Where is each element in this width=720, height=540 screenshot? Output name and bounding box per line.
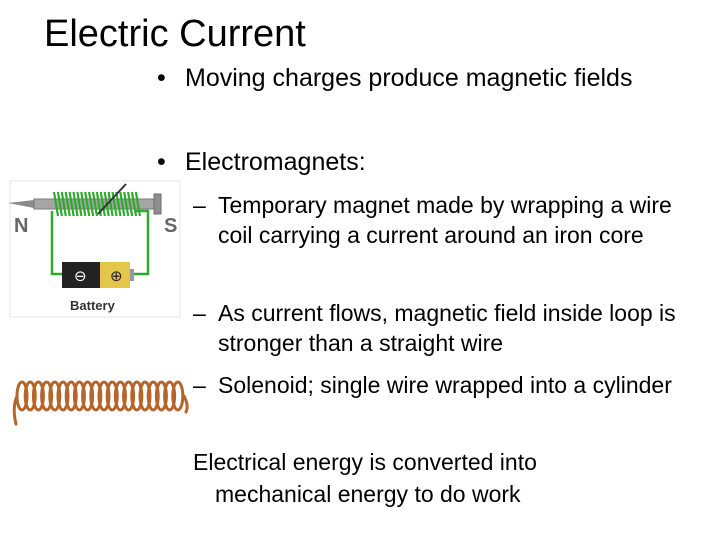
bullet-electromagnets: • Electromagnets: (157, 146, 665, 178)
sub-bullet-text: As current flows, magnetic field inside … (218, 300, 676, 356)
copper-coil-turn (122, 380, 136, 412)
slide-title: Electric Current (44, 13, 306, 55)
copper-coil-icon (12, 380, 189, 426)
south-pole-label: S (164, 215, 177, 237)
copper-coil-turn (130, 380, 144, 412)
copper-coil-turn (23, 380, 37, 412)
copper-coil-turn (64, 380, 78, 412)
note-line-2: mechanical energy to do work (215, 481, 521, 507)
coil-turn (60, 191, 67, 217)
battery-label: Battery (70, 298, 116, 313)
nail-tip-icon (8, 200, 34, 208)
copper-coil-turn (97, 380, 111, 412)
bullet-text: Electromagnets: (185, 148, 366, 176)
copper-coil-turn (40, 380, 54, 412)
coil-turn (88, 191, 95, 217)
coil-turn (123, 191, 130, 217)
bullet-marker: • (157, 148, 166, 176)
coil-turn (68, 191, 75, 217)
coil-turn (76, 191, 83, 217)
coil-turn (111, 191, 118, 217)
battery-icon: ⊖ ⊕ (62, 262, 134, 288)
copper-coil-turn (154, 380, 168, 412)
coil-turn (99, 191, 106, 217)
sub-bullet-current-flows: – As current flows, magnetic field insid… (193, 298, 698, 358)
copper-coil-turn (113, 380, 127, 412)
wire-right-icon (134, 209, 150, 276)
battery-plus-symbol: ⊕ (110, 267, 123, 285)
copper-coil-turn (31, 380, 45, 412)
solenoid-coil-illustration (12, 380, 189, 426)
electromagnet-illustration: ⊖ ⊕ Battery N S (8, 180, 181, 318)
sub-bullet-text: Solenoid; single wire wrapped into a cyl… (218, 372, 672, 398)
copper-coil-turn (105, 380, 119, 412)
copper-coil-turn (138, 380, 152, 412)
nail-head-icon (153, 193, 162, 215)
coil-turn (52, 191, 60, 217)
copper-coil-turn (171, 380, 185, 412)
switch-line-icon (97, 183, 127, 215)
north-pole-label: N (14, 215, 28, 237)
copper-coil-turn (81, 380, 95, 412)
copper-coil-turn (48, 380, 62, 412)
coil-turn (56, 191, 63, 217)
battery-minus-symbol: ⊖ (74, 267, 87, 285)
copper-coil-turn (89, 380, 103, 412)
coil-turn (91, 191, 99, 217)
coil-turn (72, 191, 79, 217)
coil-lead-left (12, 394, 19, 426)
dash-marker: – (193, 192, 206, 218)
dash-marker: – (193, 300, 206, 326)
note-line-1: Electrical energy is converted into (193, 449, 537, 475)
bullet-moving-charges: • Moving charges produce magnetic fields (157, 62, 665, 94)
coil-turn (119, 191, 126, 217)
coil-turn (84, 191, 91, 217)
copper-coil-turn (72, 380, 86, 412)
coil-turn (130, 191, 138, 217)
coil-turn (64, 191, 71, 217)
wire-left-icon (50, 211, 62, 276)
bullet-marker: • (157, 64, 166, 92)
sub-bullet-temporary-magnet: – Temporary magnet made by wrapping a wi… (193, 190, 708, 250)
sub-bullet-solenoid: – Solenoid; single wire wrapped into a c… (193, 370, 698, 400)
energy-conversion-note: Electrical energy is converted into mech… (193, 446, 633, 510)
bullet-text: Moving charges produce magnetic fields (185, 64, 633, 92)
copper-coil-turn (146, 380, 160, 412)
coil-turn (107, 191, 114, 217)
coil-turn (115, 191, 122, 217)
copper-coil-turn (56, 380, 70, 412)
sub-bullet-text: Temporary magnet made by wrapping a wire… (218, 192, 672, 248)
coil-lead-right (182, 394, 189, 414)
dash-marker: – (193, 372, 206, 398)
copper-coil-turn (163, 380, 177, 412)
coil-turn (127, 191, 134, 217)
coil-turn (80, 191, 87, 217)
